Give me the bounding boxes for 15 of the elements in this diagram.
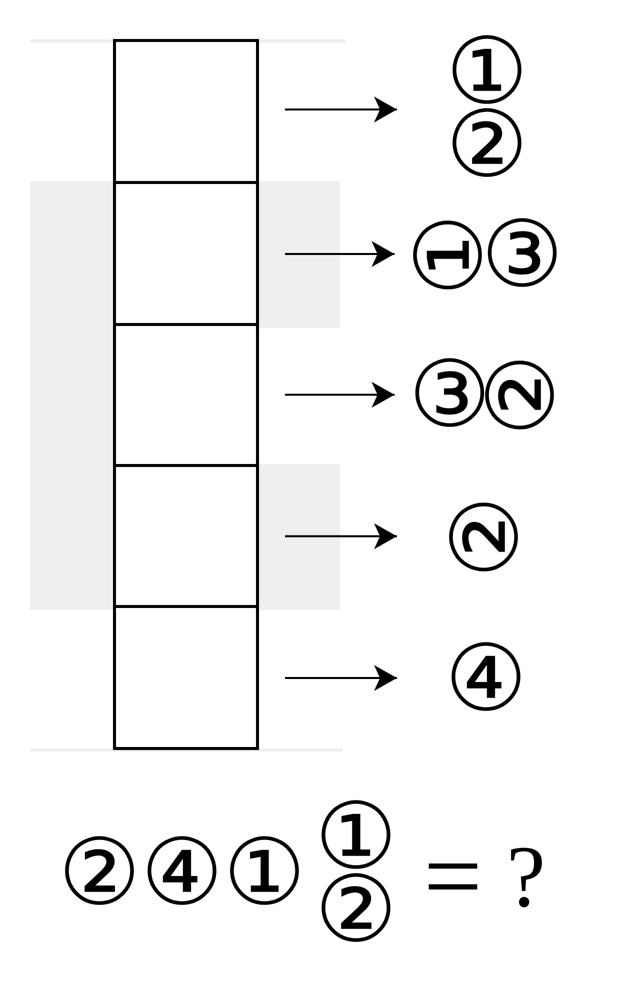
- arrow: [285, 665, 397, 691]
- question-mark: ?: [506, 834, 546, 922]
- circled-digits: ① ②: [314, 800, 398, 946]
- circled-digits: ②: [444, 491, 528, 583]
- arrow: [285, 382, 395, 408]
- arrow: [285, 96, 397, 122]
- circled-digits: ③②: [408, 349, 564, 441]
- empty-box: [113, 38, 259, 184]
- equals-sign: =: [424, 825, 482, 929]
- circled-digits: ④: [444, 633, 528, 725]
- circled-digits: ① ②: [446, 35, 528, 181]
- circled-digits: ②④①: [58, 827, 306, 919]
- circled-digits: ①③: [408, 209, 564, 301]
- arrow: [285, 241, 395, 267]
- arrow: [285, 523, 397, 550]
